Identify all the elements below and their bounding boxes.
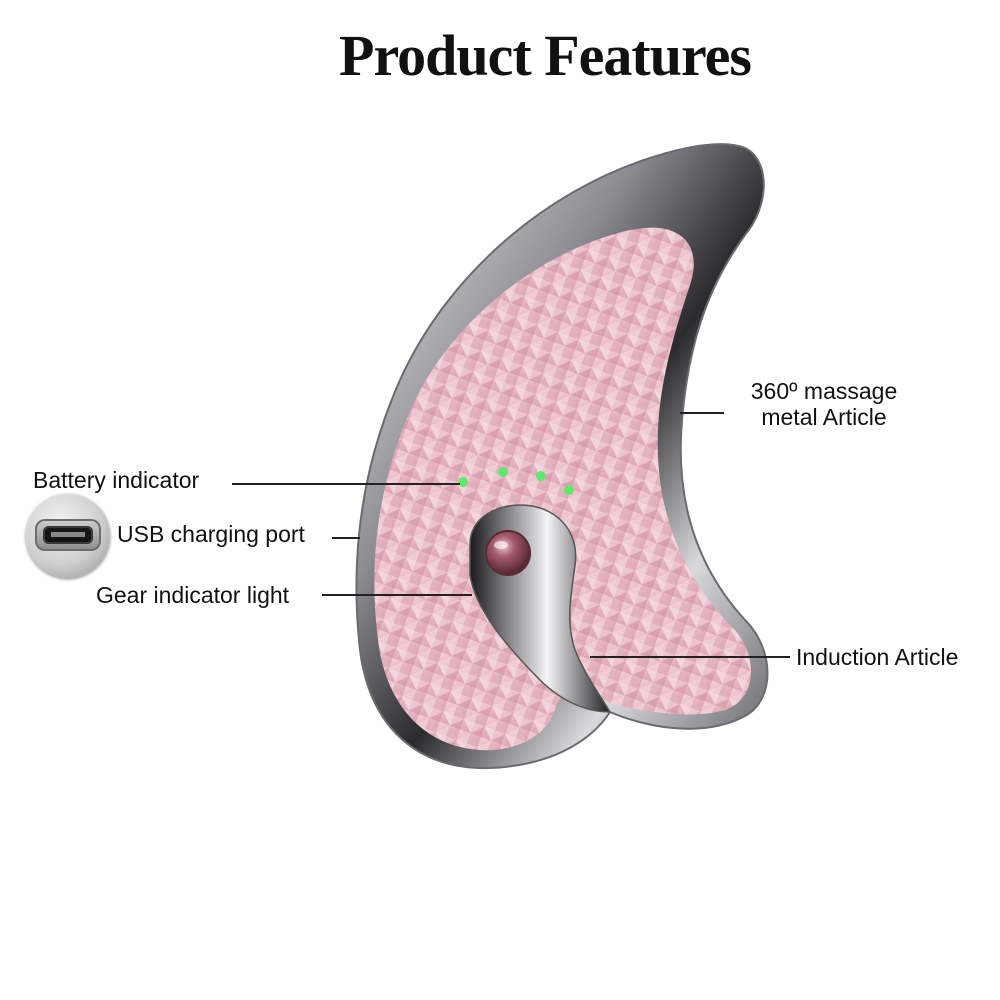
callout-line-gear: [322, 594, 472, 596]
callout-line-battery: [232, 483, 460, 485]
label-battery-indicator: Battery indicator: [33, 467, 200, 493]
battery-indicator-leds: [458, 467, 574, 495]
label-usb-charging-port: USB charging port: [117, 521, 305, 547]
label-360-massage-line2: metal Article: [761, 404, 887, 430]
pink-panel: [374, 227, 752, 751]
callout-line-induction: [590, 656, 790, 658]
callout-line-usb: [332, 537, 360, 539]
micro-usb-port-icon: [26, 494, 110, 578]
callout-line-360-massage: [680, 412, 724, 414]
page-title: Product Features: [339, 23, 752, 88]
label-induction-article: Induction Article: [796, 644, 959, 670]
label-gear-indicator-light: Gear indicator light: [96, 582, 290, 608]
label-360-massage-line1: 360º massage: [750, 378, 898, 404]
gear-button-knob: [485, 530, 531, 576]
label-360-massage: 360º massage metal Article: [734, 378, 914, 430]
